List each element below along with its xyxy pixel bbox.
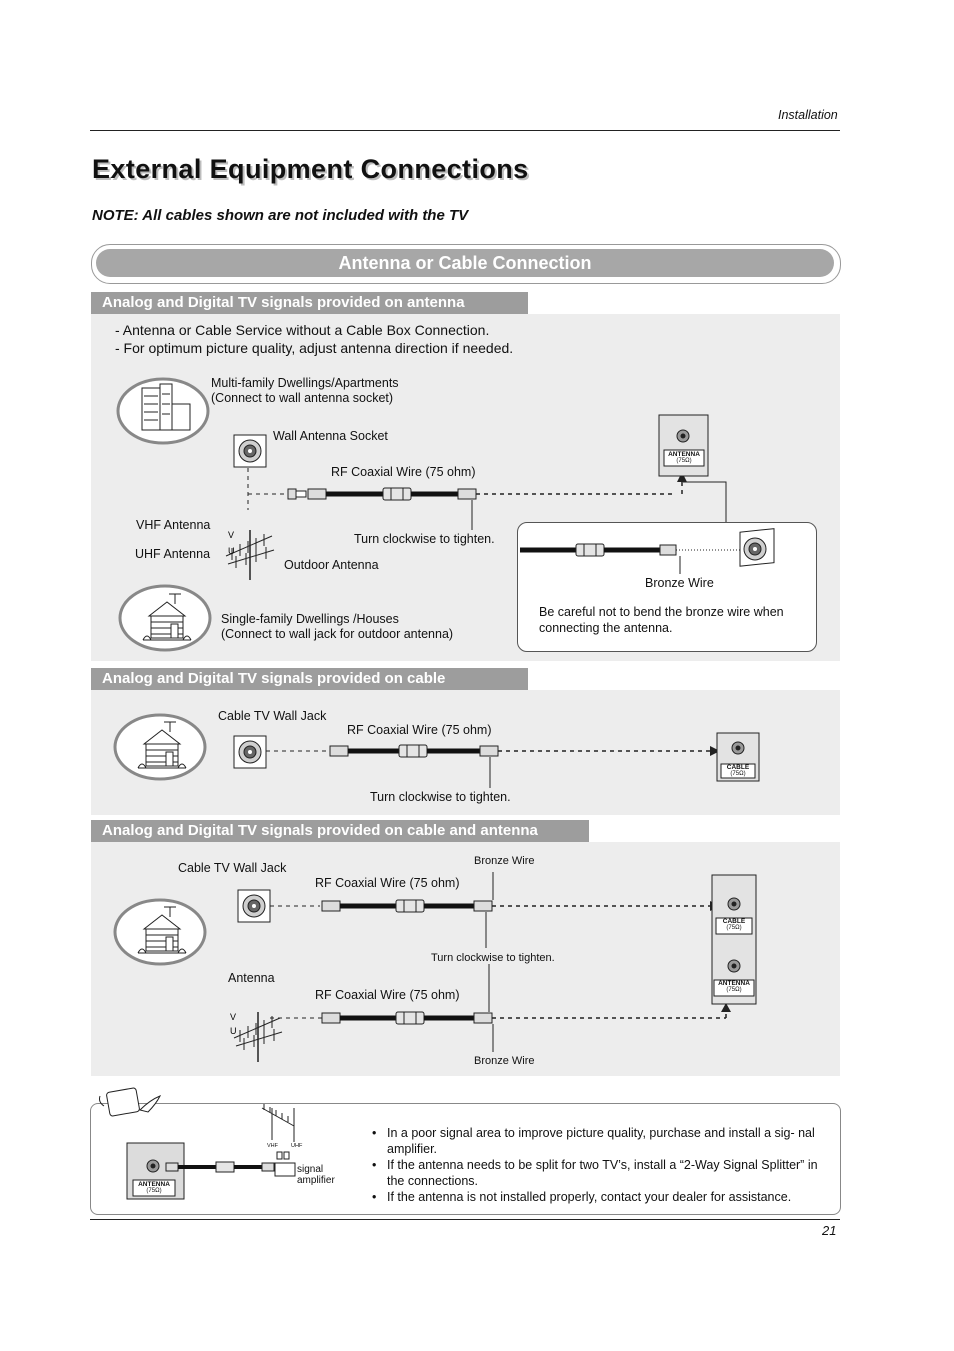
caution-line-2: connecting the antenna.: [539, 621, 673, 635]
both-bronze-top-label: Bronze Wire: [474, 855, 535, 867]
both-antenna-jack-ohm: (75Ω): [726, 987, 742, 993]
both-wall-jack-icon: [237, 889, 271, 923]
tip-jack-label: ANTENNA: [138, 1181, 170, 1188]
vhf-label: VHF Antenna: [136, 518, 211, 532]
antenna-jack-label: ANTENNA: [668, 451, 700, 458]
rf-coax-wire-cable: [329, 744, 720, 758]
both-rf-wire-bottom-label: RF Coaxial Wire (75 ohm): [315, 988, 460, 1002]
svg-text:V: V: [228, 530, 234, 540]
outdoor-antenna-label: Outdoor Antenna: [284, 558, 379, 572]
tip-antenna-jack: [126, 1142, 185, 1200]
cable-jack-ohm: (75Ω): [730, 771, 746, 777]
tv-cable-antenna-jack-panel: [711, 874, 757, 1005]
section-label: Installation: [778, 108, 838, 122]
single-family-sublabel: (Connect to wall jack for outdoor antenn…: [221, 627, 454, 641]
bronze-wire-label: Bronze Wire: [645, 576, 714, 590]
tip-coax-wire: [165, 1161, 275, 1173]
note: NOTE: All cables shown are not included …: [92, 207, 469, 224]
rf-coax-wire-bottom: [321, 1003, 731, 1025]
rf-coax-wire-top: [321, 899, 720, 913]
cable-wall-jack-icon: [233, 735, 267, 769]
header-rule: [90, 130, 840, 131]
tv-cable-jack: [716, 732, 760, 782]
both-antenna-icon: [233, 1011, 283, 1063]
tv-antenna-jack: [658, 414, 709, 477]
cable-rf-wire-label: RF Coaxial Wire (75 ohm): [347, 723, 492, 737]
intro-line-1: - Antenna or Cable Service without a Cab…: [115, 322, 490, 338]
amplifier-sublabel: amplifier: [297, 1175, 335, 1186]
both-rf-wire-top-label: RF Coaxial Wire (75 ohm): [315, 876, 460, 890]
banner-title: Antenna or Cable Connection: [96, 249, 834, 277]
both-cable-jack-label: CABLE: [722, 918, 746, 925]
house-icon: [118, 584, 212, 652]
tip-bullet: If the antenna is not installed properly…: [372, 1189, 822, 1205]
both-wall-jack-label: Cable TV Wall Jack: [178, 861, 287, 875]
both-bronze-bottom-label: Bronze Wire: [474, 1055, 535, 1067]
tighten-label: Turn clockwise to tighten.: [354, 532, 495, 546]
multi-family-sublabel: (Connect to wall antenna socket): [211, 391, 394, 405]
wall-antenna-socket-icon: [233, 434, 267, 468]
tip-jack-ohm: (75Ω): [146, 1188, 162, 1194]
rf-coax-wire-antenna: [287, 472, 687, 501]
tip-vhf-label: VHF: [267, 1143, 278, 1149]
page-number: 21: [822, 1223, 837, 1238]
both-cable-jack-ohm: (75Ω): [726, 925, 742, 931]
both-antenna-jack-label: ANTENNA: [718, 980, 750, 987]
tip-uhf-label: UHF: [291, 1143, 303, 1149]
tip-bullet: If the antenna needs to be split for two…: [372, 1157, 822, 1189]
svg-text:V: V: [230, 1012, 236, 1022]
tip-bullets: In a poor signal area to improve picture…: [372, 1125, 822, 1205]
svg-text:U: U: [228, 546, 235, 556]
rf-wire-label: RF Coaxial Wire (75 ohm): [331, 465, 476, 479]
tip-antenna-icon: [261, 1104, 296, 1177]
page-title: External Equipment Connections: [92, 154, 529, 184]
footer-rule: [90, 1219, 840, 1220]
cable-wall-jack-label: Cable TV Wall Jack: [218, 709, 327, 723]
cable-house-icon: [113, 713, 207, 781]
apartments-icon: [116, 377, 210, 445]
wall-socket-label: Wall Antenna Socket: [273, 429, 388, 443]
both-house-icon: [113, 898, 207, 966]
uhf-label: UHF Antenna: [135, 547, 211, 561]
tip-bullet: In a poor signal area to improve picture…: [372, 1125, 822, 1157]
amplifier-label: signal: [297, 1164, 324, 1175]
cable-section-heading: Analog and Digital TV signals provided o…: [91, 668, 528, 690]
antenna-section-heading: Analog and Digital TV signals provided o…: [91, 292, 528, 314]
both-antenna-label: Antenna: [228, 971, 275, 985]
antenna-jack-ohm: (75Ω): [676, 458, 692, 464]
caution-line-1: Be careful not to bend the bronze wire w…: [539, 605, 784, 619]
both-section-heading: Analog and Digital TV signals provided o…: [91, 820, 589, 842]
cable-jack-label: CABLE: [726, 764, 750, 771]
intro-line-2: - For optimum picture quality, adjust an…: [115, 340, 514, 356]
svg-text:U: U: [230, 1026, 237, 1036]
cable-tighten-label: Turn clockwise to tighten.: [370, 790, 511, 804]
multi-family-label: Multi-family Dwellings/Apartments: [211, 376, 399, 390]
hand-pointing-icon: [99, 1087, 162, 1117]
single-family-label: Single-family Dwellings /Houses: [221, 612, 399, 626]
bronze-wire-illustration: [520, 528, 775, 574]
both-tighten-label: Turn clockwise to tighten.: [431, 952, 555, 964]
